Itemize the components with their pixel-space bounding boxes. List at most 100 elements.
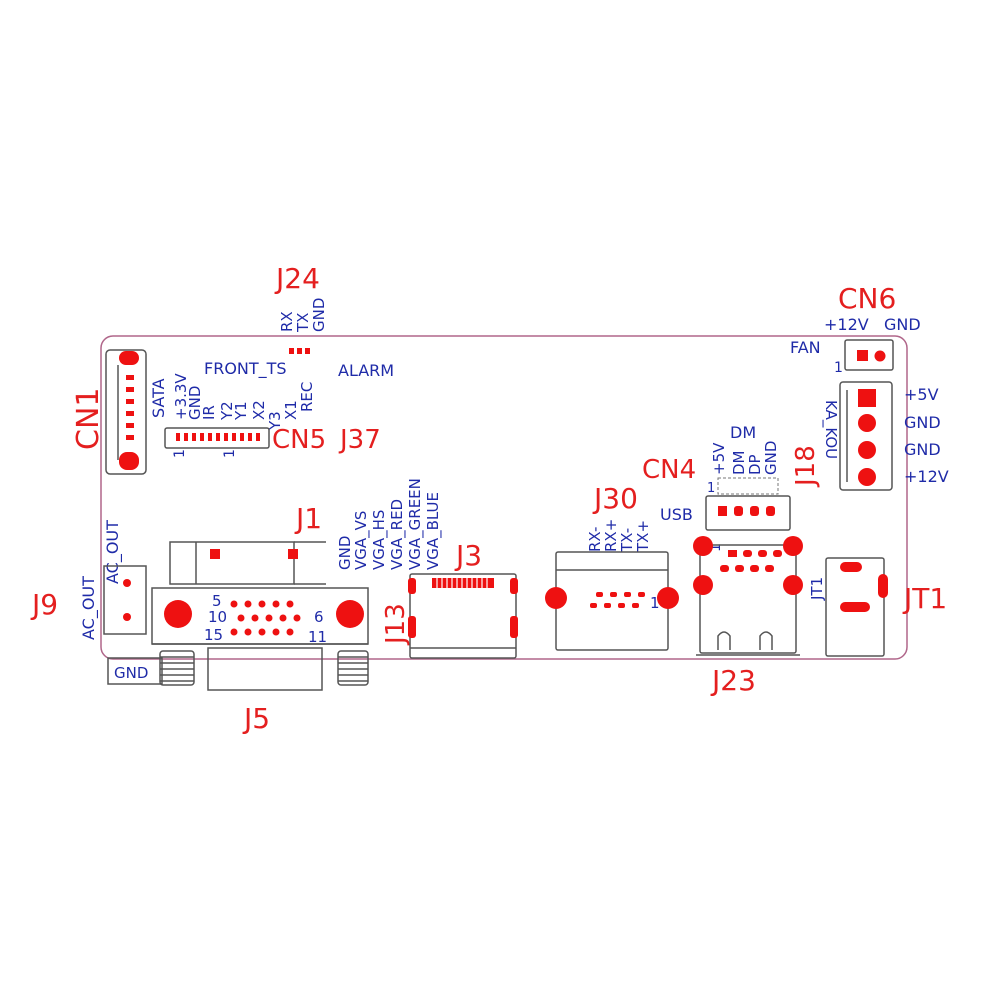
ref-j1: J1 — [294, 502, 322, 535]
j30-mount — [657, 587, 679, 609]
label-x2: X2 — [250, 400, 268, 420]
j23-connector — [699, 544, 797, 654]
ref-cn5: CN5 — [272, 425, 326, 455]
cn4-pad — [766, 506, 775, 516]
cn4-pad — [750, 506, 759, 516]
ref-j9: J9 — [30, 588, 58, 621]
label-y3: Y3 — [266, 411, 284, 431]
label-vga-gnd: GND — [336, 536, 354, 570]
label-fan-pin1: 1 — [834, 360, 843, 376]
label-j5-pin5: 5 — [212, 592, 222, 610]
j9-pad — [123, 579, 131, 587]
ref-j37: J37 — [338, 425, 381, 455]
label-cn4-dm: DM — [730, 451, 748, 476]
j24-pad — [305, 348, 310, 354]
board-outline — [100, 335, 908, 660]
label-y2: Y2 — [218, 401, 236, 421]
jt1-pad — [840, 562, 862, 572]
label-j24-rx: RX — [278, 311, 296, 332]
ref-j23: J23 — [710, 664, 756, 697]
label-vga-red: VGA_RED — [388, 499, 407, 570]
ref-j13: J13 — [381, 603, 411, 646]
label-3v3: +3.3V — [172, 373, 190, 420]
ref-cn6: CN6 — [838, 282, 896, 315]
ref-j30: J30 — [592, 482, 638, 515]
cn1-pad — [126, 435, 134, 440]
label-j30-pin1: 1 — [650, 594, 660, 612]
cn4-pad — [734, 506, 743, 516]
j30-pins — [590, 592, 645, 608]
j24-pad — [297, 348, 302, 354]
label-ka-kou: KA_KOU — [821, 400, 840, 459]
cn1-pad — [126, 411, 134, 416]
label-ac-out-top: AC_OUT — [103, 520, 123, 584]
j3-connector — [409, 573, 517, 659]
label-tx-plus: TX+ — [634, 520, 652, 553]
cn4-header-outline — [717, 477, 779, 495]
label-cn6-12v: +12V — [824, 315, 869, 334]
label-y1: Y1 — [232, 401, 250, 421]
j23-mount — [693, 575, 713, 595]
j1-pad — [288, 549, 298, 559]
ref-cn1: CN1 — [71, 388, 106, 450]
label-j23-pin1: 1 — [708, 543, 724, 552]
label-cn5-gnd: GND — [186, 386, 204, 420]
cn6-connector — [844, 339, 894, 371]
j3-mount — [510, 616, 518, 638]
j18-pad — [858, 414, 876, 432]
j18-pad — [858, 468, 876, 486]
label-ac-out-vertical: AC_OUT — [79, 576, 99, 640]
j3-pin-gaps — [436, 578, 488, 588]
label-j5-pin10: 10 — [208, 608, 227, 626]
label-front-ts: FRONT_TS — [204, 359, 287, 379]
label-sata: SATA — [149, 378, 168, 418]
label-rec: REC — [298, 382, 316, 412]
cn1-pad — [126, 423, 134, 428]
label-rx-minus: RX- — [586, 527, 604, 552]
ref-jt1: JT1 — [902, 582, 947, 615]
ref-j24: J24 — [274, 262, 320, 295]
label-alarm: ALARM — [338, 361, 394, 380]
cn1-connector — [105, 349, 147, 475]
label-tx-minus: TX- — [618, 528, 636, 553]
j3-mount — [408, 578, 416, 594]
j5-pins — [230, 600, 301, 636]
ref-j18: J18 — [791, 445, 821, 488]
label-j24-gnd: GND — [310, 298, 328, 332]
cn5-pins — [176, 433, 260, 441]
j23-usb-slot — [759, 631, 773, 650]
label-cn5-pin1a: 1 — [172, 449, 188, 458]
label-j18-5v: +5V — [904, 385, 939, 404]
label-fan: FAN — [790, 338, 821, 357]
jt1-connector — [825, 557, 885, 657]
j18-pad — [858, 441, 876, 459]
cn6-pad — [874, 350, 886, 362]
label-j18-12v: +12V — [904, 467, 949, 486]
cn1-pad — [119, 452, 139, 470]
label-vga-blue: VGA_BLUE — [424, 492, 443, 570]
j1-connector — [169, 541, 295, 585]
label-j5-pin6: 6 — [314, 608, 324, 626]
cn4-connector — [705, 495, 791, 531]
cn1-pad — [119, 351, 139, 365]
label-usb: USB — [660, 505, 693, 524]
label-cn4-5v: +5V — [710, 442, 728, 475]
j23-mount — [693, 536, 713, 556]
j30-mount — [545, 587, 567, 609]
label-j24-tx: TX — [294, 313, 312, 333]
j18-pad — [858, 389, 876, 407]
label-vga-vs: VGA_VS — [352, 511, 371, 570]
label-j18-gnd2: GND — [904, 440, 941, 459]
ref-j5: J5 — [242, 702, 270, 735]
label-cn4-pin1: 1 — [707, 481, 715, 496]
label-cn6-gnd: GND — [884, 315, 921, 334]
j18-connector — [839, 381, 893, 491]
ref-j3: J3 — [454, 539, 482, 572]
j9-gnd-box — [107, 657, 163, 685]
cn6-pad — [857, 350, 868, 361]
cn1-pad — [126, 387, 134, 392]
j5-mount — [164, 600, 192, 628]
jt1-pad — [878, 574, 888, 598]
j9-pad — [123, 613, 131, 621]
